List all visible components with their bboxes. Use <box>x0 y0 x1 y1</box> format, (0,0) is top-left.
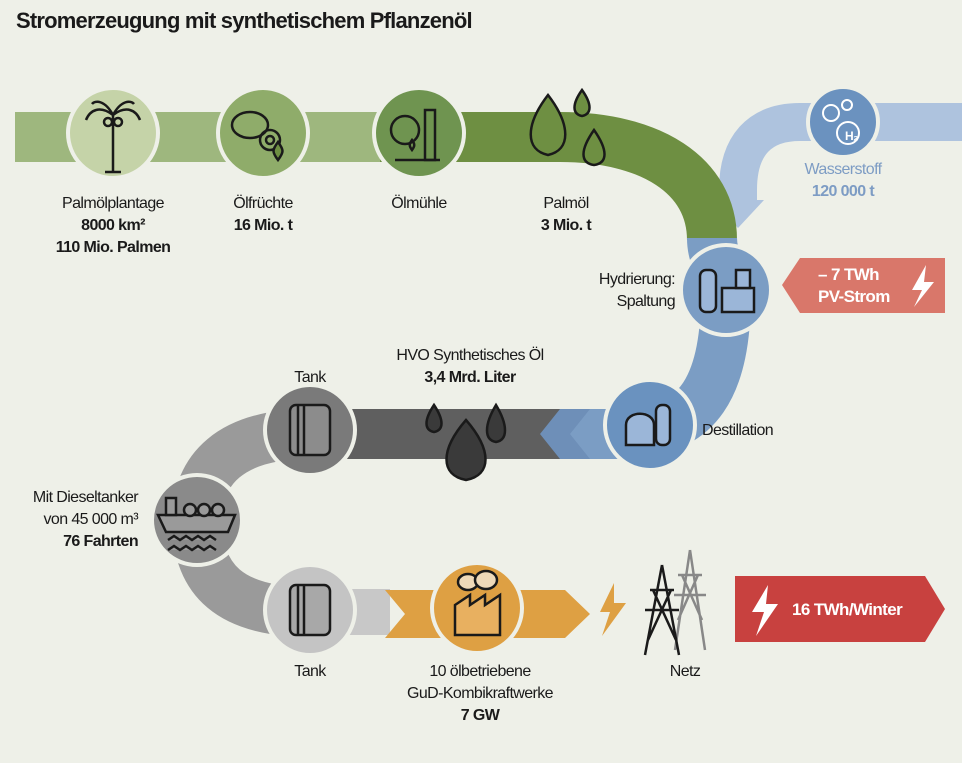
palmoil-label: Palmöl <box>543 195 589 212</box>
lightning-icon <box>600 583 626 636</box>
ship-icon <box>156 496 237 552</box>
page-title: Stromerzeugung mit synthetischem Pflanze… <box>16 8 473 33</box>
fruit-label: Ölfrüchte <box>233 195 293 212</box>
green-band <box>380 112 737 242</box>
hvo-value: 3,4 Mrd. Liter <box>424 369 516 386</box>
refinery-icon <box>698 268 756 314</box>
hvo-label: HVO Synthetisches Öl <box>396 347 544 364</box>
h2-label: H₂ <box>845 129 858 143</box>
hydrogen-label: Wasserstoff <box>804 161 883 178</box>
oil-fruit-icon <box>230 110 284 163</box>
h2-circle <box>806 85 880 159</box>
output-arrow <box>735 576 945 642</box>
distillation-icon <box>624 403 672 447</box>
oil-mill-icon <box>389 108 440 162</box>
chevron <box>540 409 590 459</box>
tanker-trips: 76 Fahrten <box>63 533 139 550</box>
plantage-area: 8000 km² <box>81 217 145 234</box>
lightning-icon <box>752 585 778 636</box>
power-pylon-icon <box>673 549 707 651</box>
tanker-label: Mit Dieseltanker <box>32 489 139 506</box>
power-pylon-icon <box>643 564 681 656</box>
dark-oil-drops-icon <box>425 402 507 482</box>
tank1-label: Tank <box>294 369 326 386</box>
pv-value: – 7 TWh <box>818 265 880 284</box>
pv-label: PV-Strom <box>818 287 890 306</box>
lightning-icon <box>912 265 934 307</box>
kraftwerk-type: GuD-Kombikraftwerke <box>407 685 554 702</box>
plantage-palms: 110 Mio. Palmen <box>55 239 171 256</box>
tanker-volume: von 45 000 m³ <box>43 511 139 528</box>
kraftwerk-power: 7 GW <box>460 707 500 724</box>
tank2-label: Tank <box>294 663 326 680</box>
plantage-label: Palmölplantage <box>62 195 165 212</box>
output-value: 16 TWh/Winter <box>792 600 903 619</box>
mill-label: Ölmühle <box>391 195 447 212</box>
palmoil-value: 3 Mio. t <box>540 217 592 234</box>
oil-drops-icon <box>529 87 606 167</box>
palm-tree-icon <box>84 100 142 174</box>
fruit-value: 16 Mio. t <box>233 217 293 234</box>
pv-arrow <box>782 258 945 313</box>
power-plant-icon <box>453 569 502 637</box>
netz-label: Netz <box>669 663 701 680</box>
spaltung-label: Spaltung <box>616 293 676 310</box>
tank-icon <box>288 583 332 637</box>
hydrogen-band <box>719 103 962 205</box>
kraftwerk-label: 10 ölbetriebene <box>429 663 531 680</box>
h2-icon <box>822 99 860 145</box>
tank-icon <box>288 403 332 457</box>
hydrogen-value: 120 000 t <box>811 183 875 200</box>
hydrierung-label: Hydrierung: <box>598 271 676 288</box>
destillation-label: Destillation <box>702 422 774 439</box>
